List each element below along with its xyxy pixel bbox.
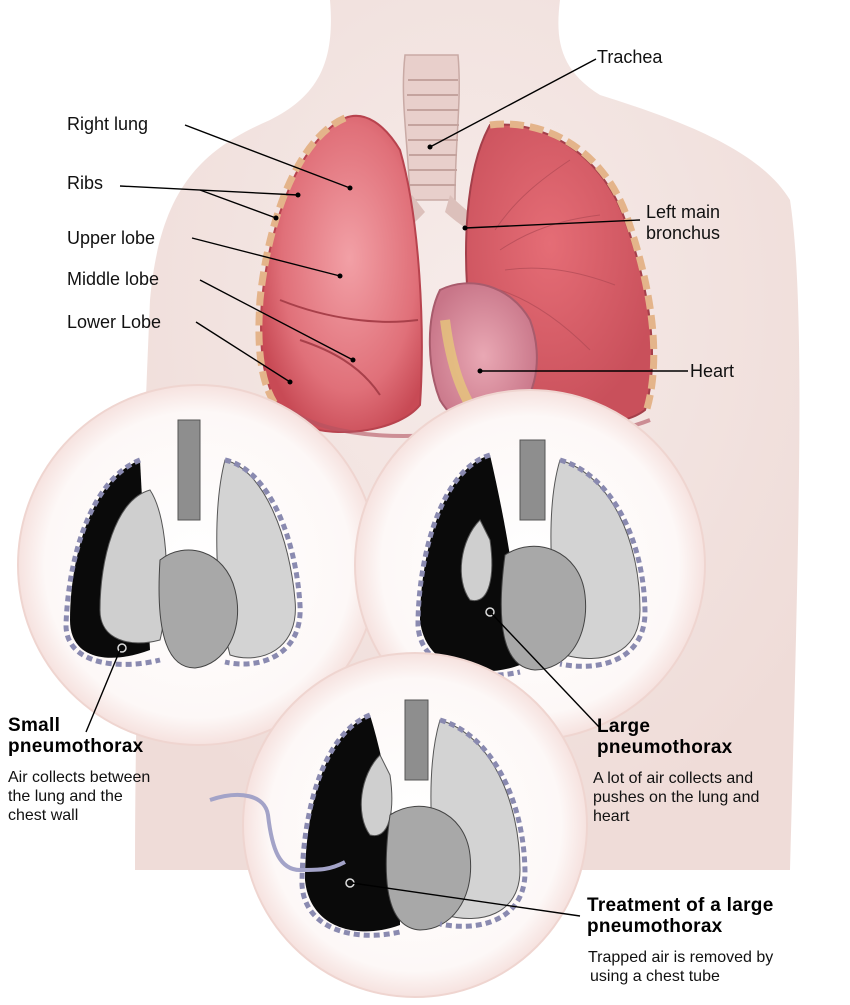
small-pneumothorax-desc-line1: Air collects between (8, 768, 150, 787)
label-left-main-bronchus-line1: Left main (646, 201, 720, 223)
large-pneumothorax-desc-line1: A lot of air collects and (593, 769, 753, 788)
treatment-title-line2: pneumothorax (587, 916, 723, 937)
large-pneumothorax-desc-line3: heart (593, 807, 629, 826)
large-pneumothorax-desc-line2: pushes on the lung and (593, 788, 759, 807)
label-ribs: Ribs (67, 172, 103, 194)
label-trachea: Trachea (597, 46, 662, 68)
label-lower-lobe: Lower Lobe (67, 311, 161, 333)
label-heart: Heart (690, 360, 734, 382)
large-pneumothorax-title-line2: pneumothorax (597, 737, 733, 758)
small-pneumothorax-desc-line3: chest wall (8, 806, 78, 825)
small-pneumothorax-title-line2: pneumothorax (8, 736, 144, 757)
small-pneumothorax-title-line1: Small (8, 715, 60, 736)
label-right-lung: Right lung (67, 113, 148, 135)
small-pneumothorax-desc-line2: the lung and the (8, 787, 123, 806)
treatment-desc-line2: using a chest tube (590, 967, 720, 986)
label-middle-lobe: Middle lobe (67, 268, 159, 290)
label-upper-lobe: Upper lobe (67, 227, 155, 249)
label-left-main-bronchus-line2: bronchus (646, 222, 720, 244)
treatment-title-line1: Treatment of a large (587, 895, 774, 916)
treatment-desc-line1: Trapped air is removed by (588, 948, 773, 967)
large-pneumothorax-title-line1: Large (597, 716, 650, 737)
